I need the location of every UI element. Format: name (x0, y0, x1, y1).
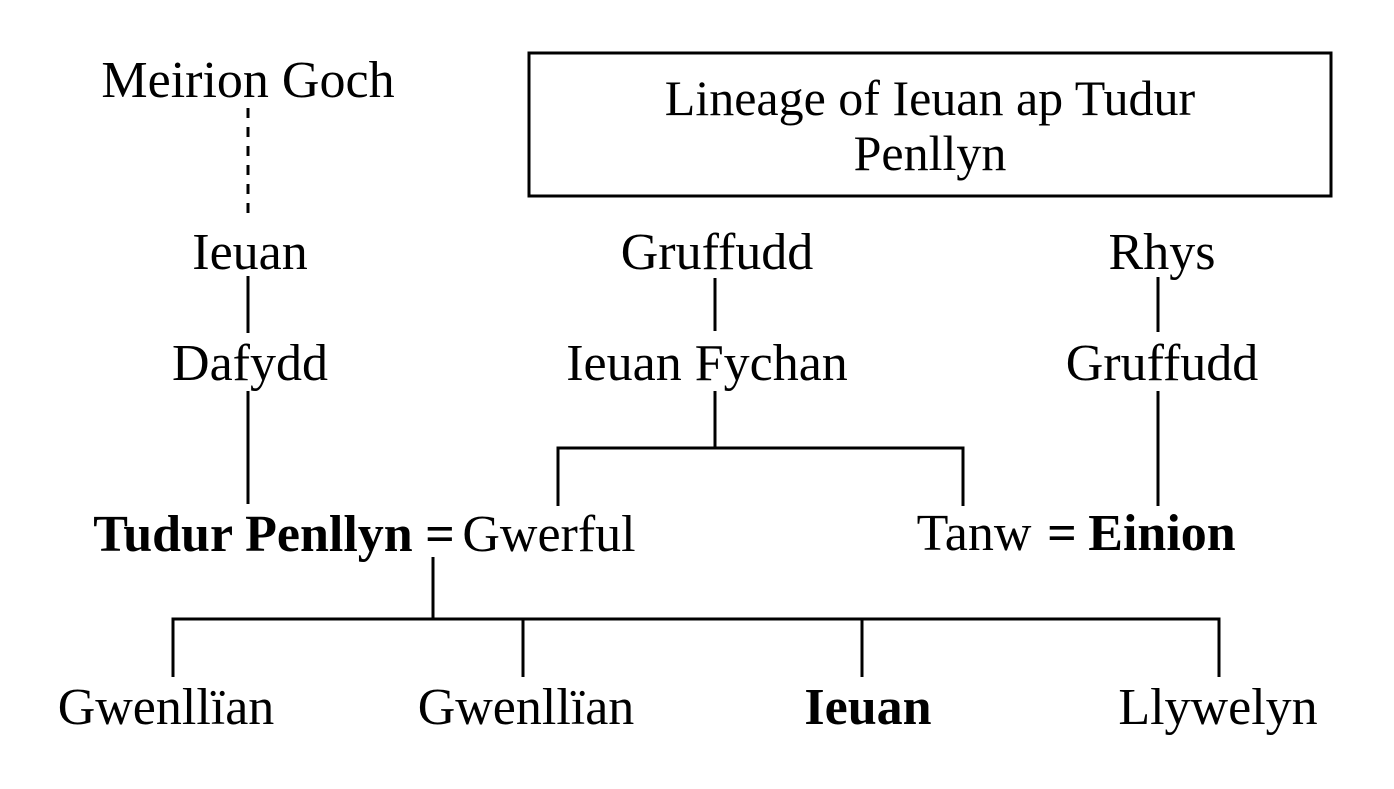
marriage-sign-tudur-gwerful: = (425, 506, 455, 563)
title-box (527, 51, 1333, 198)
person-rhys: Rhys (1109, 224, 1216, 281)
marriage-sign-tanw-einion: = (1047, 505, 1077, 562)
person-gruffudd-ap-rhys: Gruffudd (1066, 335, 1259, 392)
person-llywelyn: Llywelyn (1118, 679, 1317, 736)
person-ieuan-ap-meirion: Ieuan (192, 224, 307, 281)
title-line-2: Penllyn (854, 125, 1007, 181)
person-dafydd: Dafydd (172, 335, 328, 392)
person-gwenllian-second: Gwenllïan (418, 679, 635, 736)
person-gwenllian-first: Gwenllïan (58, 679, 275, 736)
person-gwerful: Gwerful (462, 506, 635, 563)
person-meirion-goch: Meirion Goch (101, 52, 394, 109)
title-line-1: Lineage of Ieuan ap Tudur (665, 70, 1196, 126)
connector-ieuan-fychan-children-rail (556, 446, 965, 506)
person-tudur-penllyn: Tudur Penllyn (93, 506, 412, 563)
person-einion: Einion (1088, 505, 1235, 562)
connector-tudur-children-rail (171, 617, 1221, 677)
person-ieuan-ap-tudur: Ieuan (804, 679, 931, 736)
person-ieuan-fychan: Ieuan Fychan (566, 335, 848, 392)
person-gruffudd-elder: Gruffudd (621, 224, 814, 281)
person-tanw: Tanw (917, 505, 1032, 562)
